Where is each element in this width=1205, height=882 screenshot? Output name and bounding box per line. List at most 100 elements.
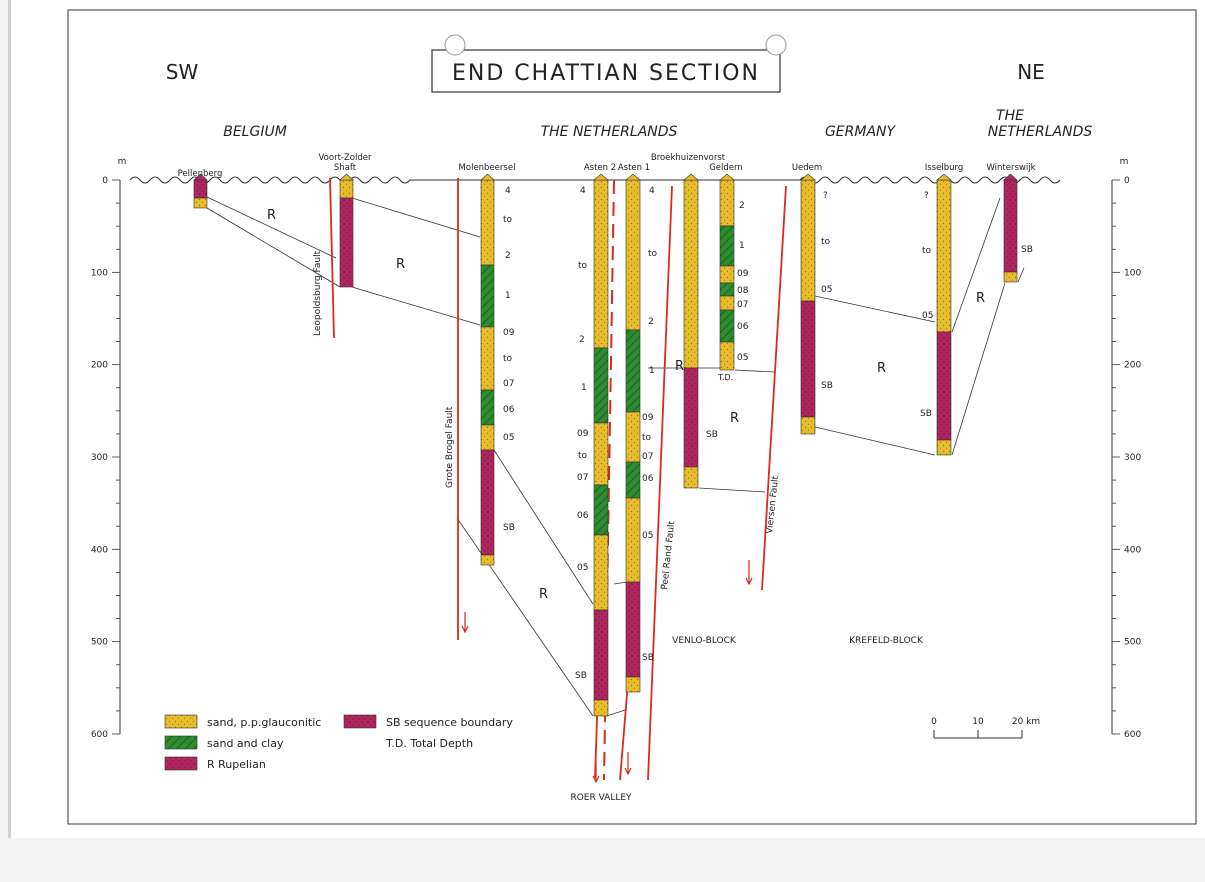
label-1: 1 <box>581 383 587 393</box>
label-05: 05 <box>642 531 653 541</box>
legend: sand, p.p.glauconitic sand and clay R Ru… <box>164 714 513 771</box>
layer-segment <box>625 581 641 678</box>
well-columns <box>193 173 1018 717</box>
title-box <box>431 49 781 93</box>
label-r: R <box>539 587 548 602</box>
label-05: 05 <box>922 311 933 321</box>
label-to: to <box>648 249 658 259</box>
depth-tick-label: 0 <box>102 176 108 186</box>
label-to: to <box>503 354 513 364</box>
label-to: to <box>578 451 588 461</box>
krefeld-block-label: KREFELD-BLOCK <box>849 636 924 646</box>
label-05: 05 <box>821 285 832 295</box>
label-06: 06 <box>737 322 749 332</box>
layer-segment <box>593 484 609 536</box>
layer-segment <box>1003 271 1018 283</box>
layer-segment <box>593 347 609 424</box>
label-sb: SB <box>821 381 833 391</box>
layer-segment <box>593 609 609 701</box>
label-question: ? <box>924 191 929 201</box>
hole-punch-left <box>444 34 466 56</box>
layer-segment <box>480 179 495 266</box>
depth-tick-label: 300 <box>91 453 108 463</box>
scale-bar: 0 10 20 km <box>931 717 1040 739</box>
legend-sb-swatch <box>343 714 377 729</box>
layer-segment <box>625 411 641 463</box>
layer-segment <box>1003 179 1018 273</box>
page-border <box>67 9 1197 825</box>
well-column-broekhuizenvorst <box>683 173 699 489</box>
label-07: 07 <box>577 473 588 483</box>
axis-unit-left: m <box>118 157 127 167</box>
grote-brogel-fault-label: Grote Brogel Fault <box>445 406 455 488</box>
layer-segment <box>593 179 609 349</box>
layer-segment <box>593 422 609 486</box>
layer-segment <box>625 461 641 499</box>
label-sb: SB <box>1021 245 1033 255</box>
layer-segment <box>625 497 641 583</box>
layer-segment <box>800 179 816 302</box>
label-sb: SB <box>642 653 654 663</box>
layer-segment <box>719 225 735 267</box>
depth-tick-label: 600 <box>91 730 108 740</box>
country-belgium: BELGIUM <box>223 124 287 140</box>
well-top-marker <box>593 173 609 181</box>
well-name-winterswijk: Winterswijk <box>986 163 1035 173</box>
axis-unit-right: m <box>1120 157 1129 167</box>
label-1: 1 <box>649 366 655 376</box>
label-08: 08 <box>737 286 749 296</box>
direction-ne: NE <box>1017 60 1045 84</box>
layer-segment <box>625 676 641 693</box>
well-top-marker <box>1003 173 1018 181</box>
layer-segment <box>936 331 952 441</box>
well-name-pellenberg: Pellenberg <box>178 169 223 179</box>
legend-clay-label: sand and clay <box>207 737 284 750</box>
well-top-marker <box>480 173 495 181</box>
well-names: Pellenberg Voort-Zolder Shaft Molenbeers… <box>178 153 1036 179</box>
well-name-geldern: Geldern <box>709 163 743 173</box>
leopoldsburg-fault-label: Leopoldsburg Fault <box>313 250 323 336</box>
well-top-marker <box>625 173 641 181</box>
layer-segment <box>719 309 735 343</box>
layer-segment <box>719 341 735 371</box>
label-07: 07 <box>737 300 748 310</box>
ground-surface-line <box>129 176 1061 184</box>
layer-segment <box>683 367 699 468</box>
well-name-asten1: Asten 1 <box>618 163 650 173</box>
unit-labels: 4 to 2 1 09 to 07 06 05 SB 4 to 2 1 09 t… <box>503 186 1033 681</box>
well-name-isselburg: Isselburg <box>925 163 963 173</box>
label-r: R <box>877 361 886 376</box>
country-netherlands-ne-line2: NETHERLANDS <box>988 124 1093 140</box>
depth-tick-label: 600 <box>1124 730 1141 740</box>
depth-tick-label: 200 <box>91 361 108 371</box>
layer-segment <box>593 699 609 717</box>
faults <box>329 177 787 784</box>
label-r: R <box>976 291 985 306</box>
venlo-block-label: VENLO-BLOCK <box>672 636 737 646</box>
layer-segment <box>480 554 495 566</box>
legend-sand-swatch <box>164 714 198 729</box>
scale-tick-20: 20 km <box>1012 717 1040 727</box>
scale-tick-10: 10 <box>972 717 984 727</box>
label-sb: SB <box>706 430 718 440</box>
depth-tick-label: 500 <box>91 638 108 648</box>
depth-tick-label: 100 <box>1124 268 1141 278</box>
depth-tick-label: 0 <box>1124 176 1130 186</box>
layer-segment <box>800 416 816 435</box>
well-column-asten1 <box>625 173 641 693</box>
layer-segment <box>719 179 735 227</box>
layer-segment <box>719 265 735 284</box>
depth-tick-label: 500 <box>1124 638 1141 648</box>
layer-segment <box>719 295 735 311</box>
roer-dashed-fault-line <box>603 179 615 781</box>
label-2: 2 <box>648 317 654 327</box>
well-column-uedem <box>800 173 816 435</box>
legend-rupelian-label: R Rupelian <box>207 758 266 771</box>
well-name-shaft: Shaft <box>334 163 357 173</box>
hole-punch-right <box>765 34 787 56</box>
layer-segment <box>193 179 208 199</box>
label-sb: SB <box>575 671 587 681</box>
well-name-asten2: Asten 2 <box>584 163 616 173</box>
